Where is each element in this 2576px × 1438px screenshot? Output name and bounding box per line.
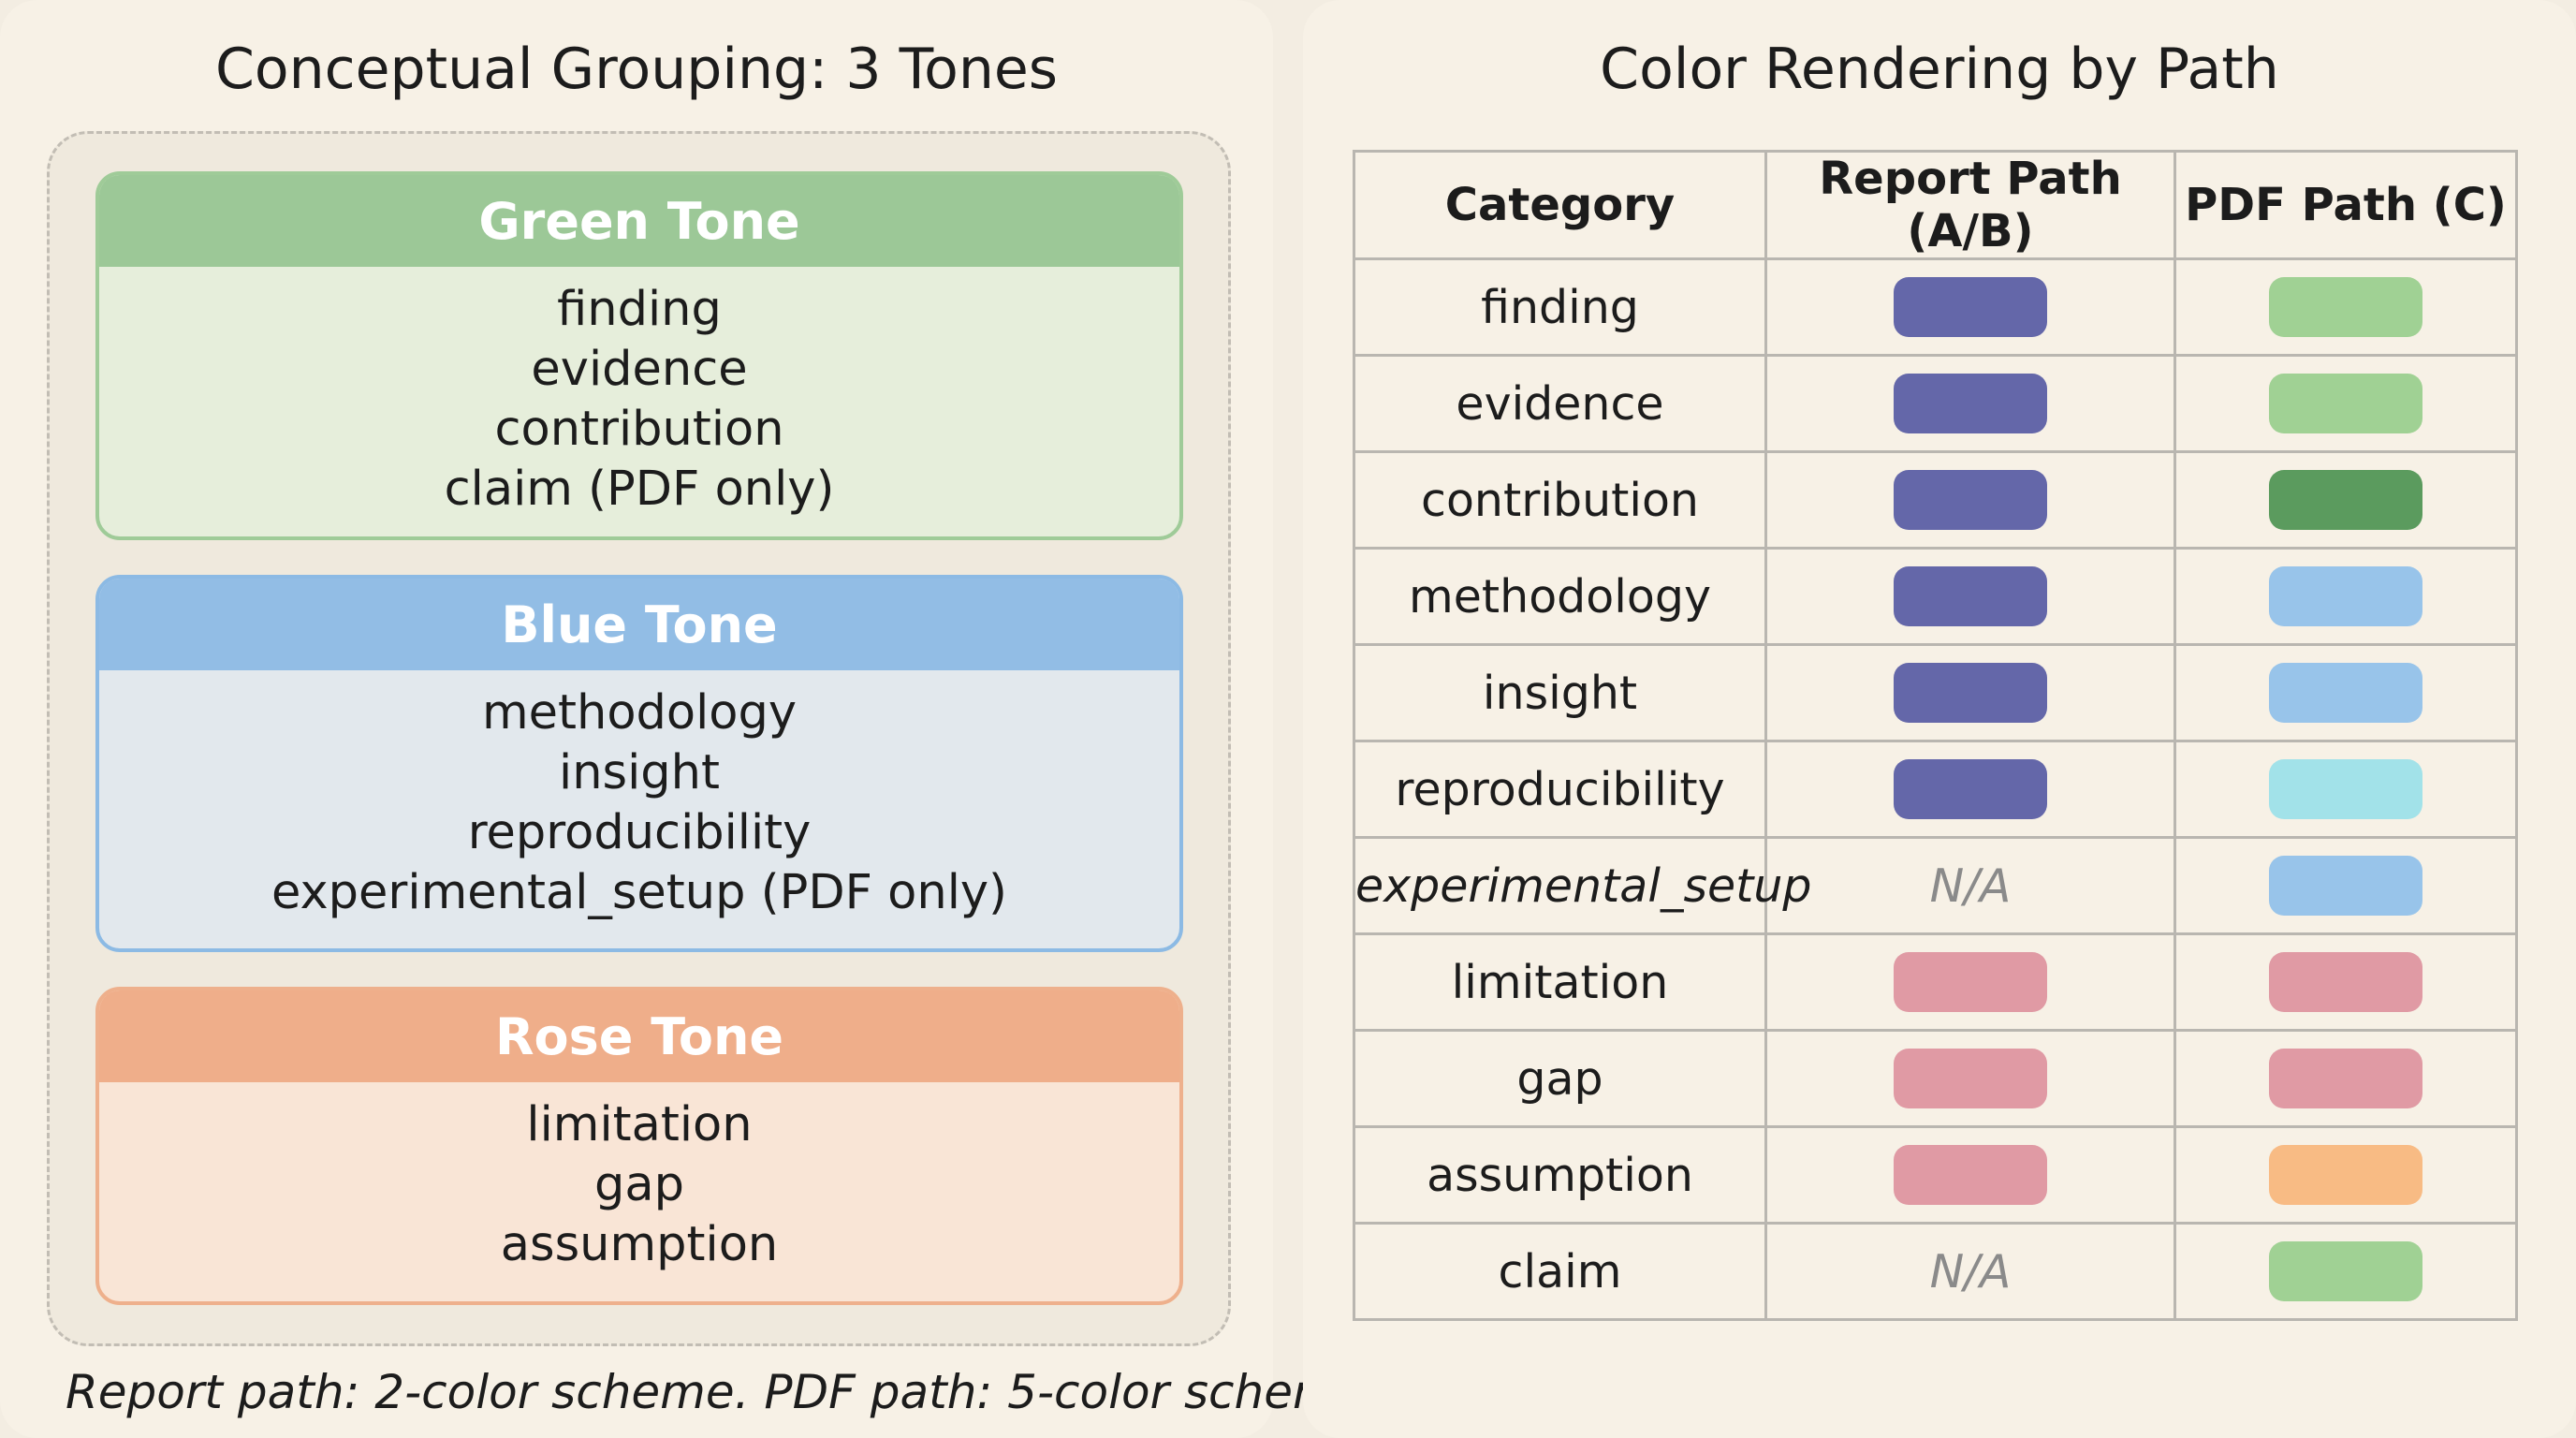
column-header-pdf-path: PDF Path (C): [2174, 150, 2518, 260]
table-row: reproducibility: [1353, 740, 2518, 839]
report-path-cell: N/A: [1764, 836, 2176, 935]
pdf-path-cell: [2174, 257, 2518, 357]
pdf-color-swatch: [2269, 277, 2422, 337]
pdf-color-swatch: [2269, 374, 2422, 433]
report-color-swatch: [1894, 1049, 2047, 1108]
panel-title: Conceptual Grouping: 3 Tones: [214, 37, 1059, 102]
pdf-color-swatch: [2269, 1145, 2422, 1205]
group-item: claim (PDF only): [444, 462, 835, 517]
not-applicable-label: N/A: [1929, 1244, 2012, 1299]
group-header: Rose Tone: [99, 990, 1179, 1082]
category-cell: limitation: [1353, 932, 1767, 1032]
group-item: evidence: [531, 342, 748, 397]
green-tone-group: Green Tone finding evidence contribution…: [95, 171, 1183, 540]
category-cell: claim: [1353, 1222, 1767, 1321]
report-color-swatch: [1894, 277, 2047, 337]
table-row: contribution: [1353, 450, 2518, 550]
report-path-cell: [1764, 740, 2176, 839]
category-cell: methodology: [1353, 547, 1767, 646]
panel-title: Color Rendering by Path: [1600, 37, 2279, 102]
not-applicable-label: N/A: [1929, 858, 2012, 913]
table-row: insight: [1353, 643, 2518, 742]
pdf-color-swatch: [2269, 856, 2422, 916]
report-color-swatch: [1894, 566, 2047, 626]
category-cell: contribution: [1353, 450, 1767, 550]
report-path-cell: [1764, 257, 2176, 357]
report-path-cell: [1764, 643, 2176, 742]
group-item: contribution: [494, 402, 784, 457]
pdf-path-cell: [2174, 836, 2518, 935]
pdf-color-swatch: [2269, 1241, 2422, 1301]
group-item: finding: [557, 282, 722, 337]
pdf-path-cell: [2174, 450, 2518, 550]
table-row: experimental_setup N/A: [1353, 836, 2518, 935]
report-path-cell: [1764, 1029, 2176, 1128]
report-path-cell: [1764, 547, 2176, 646]
pdf-path-cell: [2174, 740, 2518, 839]
report-path-cell: N/A: [1764, 1222, 2176, 1321]
group-item: experimental_setup (PDF only): [271, 865, 1007, 920]
pdf-color-swatch: [2269, 470, 2422, 530]
pdf-color-swatch: [2269, 663, 2422, 723]
report-path-cell: [1764, 1125, 2176, 1225]
category-cell: evidence: [1353, 354, 1767, 453]
category-cell: assumption: [1353, 1125, 1767, 1225]
report-color-swatch: [1894, 663, 2047, 723]
group-item: gap: [594, 1157, 684, 1212]
blue-tone-group: Blue Tone methodology insight reproducib…: [95, 575, 1183, 952]
table-row: evidence: [1353, 354, 2518, 453]
report-color-swatch: [1894, 374, 2047, 433]
color-rendering-table: Category Report Path (A/B) PDF Path (C) …: [1353, 150, 2518, 1321]
pdf-path-cell: [2174, 547, 2518, 646]
category-cell: reproducibility: [1353, 740, 1767, 839]
report-color-swatch: [1894, 470, 2047, 530]
pdf-path-cell: [2174, 643, 2518, 742]
category-cell: finding: [1353, 257, 1767, 357]
group-header: Blue Tone: [99, 579, 1179, 670]
report-path-cell: [1764, 932, 2176, 1032]
pdf-color-swatch: [2269, 952, 2422, 1012]
report-color-swatch: [1894, 759, 2047, 819]
report-color-swatch: [1894, 952, 2047, 1012]
group-item: reproducibility: [467, 805, 812, 860]
pdf-color-swatch: [2269, 1049, 2422, 1108]
category-cell: insight: [1353, 643, 1767, 742]
pdf-path-cell: [2174, 1125, 2518, 1225]
table-row: assumption: [1353, 1125, 2518, 1225]
pdf-color-swatch: [2269, 566, 2422, 626]
group-item: assumption: [500, 1217, 779, 1272]
report-path-cell: [1764, 354, 2176, 453]
scheme-caption: Report path: 2-color scheme. PDF path: 5…: [66, 1365, 1383, 1419]
color-rendering-panel: Color Rendering by Path Category Report …: [1303, 0, 2576, 1438]
table-row: finding: [1353, 257, 2518, 357]
category-cell: experimental_setup: [1353, 836, 1812, 935]
table-row: methodology: [1353, 547, 2518, 646]
rose-tone-group: Rose Tone limitation gap assumption: [95, 987, 1183, 1305]
table-row: limitation: [1353, 932, 2518, 1032]
group-item: methodology: [481, 685, 798, 741]
conceptual-grouping-panel: Conceptual Grouping: 3 Tones Green Tone …: [0, 0, 1382, 1438]
report-color-swatch: [1894, 1145, 2047, 1205]
column-header-report-path: Report Path (A/B): [1764, 150, 2176, 260]
pdf-path-cell: [2174, 1029, 2518, 1128]
category-cell: gap: [1353, 1029, 1767, 1128]
report-path-cell: [1764, 450, 2176, 550]
column-header-category: Category: [1353, 150, 1767, 260]
table-header-row: Category Report Path (A/B) PDF Path (C): [1353, 150, 2518, 260]
table-row: claim N/A: [1353, 1222, 2518, 1321]
pdf-path-cell: [2174, 354, 2518, 453]
table-row: gap: [1353, 1029, 2518, 1128]
group-header: Green Tone: [99, 175, 1179, 267]
group-item: limitation: [526, 1097, 753, 1152]
pdf-path-cell: [2174, 1222, 2518, 1321]
pdf-color-swatch: [2269, 759, 2422, 819]
group-item: insight: [559, 745, 720, 800]
pdf-path-cell: [2174, 932, 2518, 1032]
